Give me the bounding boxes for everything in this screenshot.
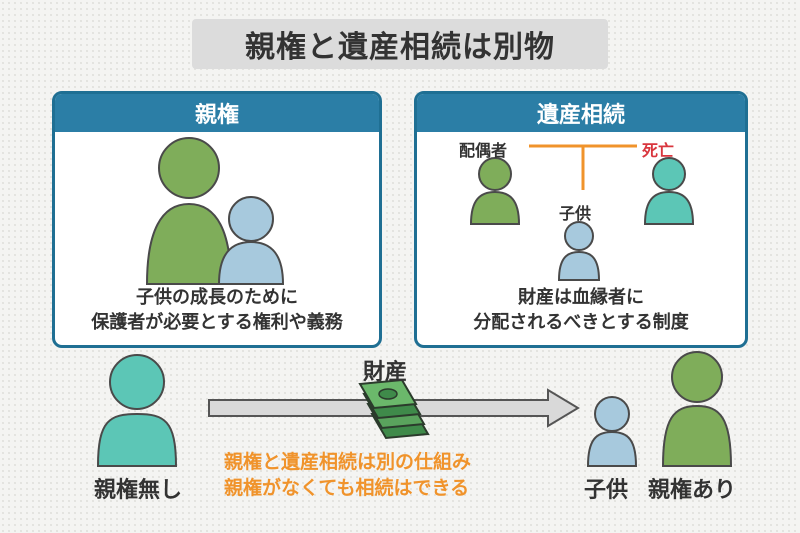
page-title: 親権と遺産相続は別物 bbox=[192, 19, 608, 69]
spouse-figure bbox=[469, 157, 521, 225]
no-custody-parent-figure bbox=[96, 354, 178, 467]
child-figure bbox=[217, 196, 285, 285]
key-note-line2: 親権がなくても相続はできる bbox=[224, 477, 470, 499]
receiving-child-label: 子供 bbox=[584, 478, 629, 503]
custody-desc-line1: 子供の成長のために bbox=[136, 287, 298, 308]
deceased-figure bbox=[643, 157, 695, 225]
family-connector-lines bbox=[529, 144, 637, 190]
money-icon bbox=[358, 378, 430, 440]
deceased-label: 死亡 bbox=[642, 141, 675, 160]
heir-child-label: 子供 bbox=[559, 204, 592, 223]
inheritance-panel: 遺産相続 配偶者 死亡 子供 財産は血縁者に 分配されるべきとする bbox=[414, 91, 748, 348]
custody-desc-line2: 保護者が必要とする権利や義務 bbox=[91, 312, 343, 333]
inheritance-panel-heading: 遺産相続 bbox=[417, 94, 745, 132]
custody-parent-figure bbox=[661, 351, 733, 467]
custody-description: 子供の成長のために 保護者が必要とする権利や義務 bbox=[55, 285, 379, 335]
parent-child-figures bbox=[145, 137, 285, 285]
custody-panel: 親権 子供の成長のために 保護者が必要とする権利や義務 bbox=[52, 91, 382, 348]
inheritance-description: 財産は血縁者に 分配されるべきとする制度 bbox=[417, 285, 745, 335]
receiving-child-figure bbox=[586, 396, 638, 467]
inheritance-desc-line1: 財産は血縁者に bbox=[518, 287, 644, 308]
custody-panel-heading: 親権 bbox=[55, 94, 379, 132]
family-tree bbox=[469, 144, 695, 281]
custody-label: 親権あり bbox=[648, 478, 737, 503]
asset-label: 財産 bbox=[363, 360, 408, 385]
no-custody-label: 親権無し bbox=[94, 478, 183, 503]
heir-child-figure bbox=[557, 221, 601, 281]
key-note-line1: 親権と遺産相続は別の仕組み bbox=[224, 451, 472, 473]
spouse-label: 配偶者 bbox=[459, 141, 508, 160]
inheritance-desc-line2: 分配されるべきとする制度 bbox=[473, 312, 689, 333]
key-note: 親権と遺産相続は別の仕組み 親権がなくても相続はできる bbox=[224, 449, 554, 501]
